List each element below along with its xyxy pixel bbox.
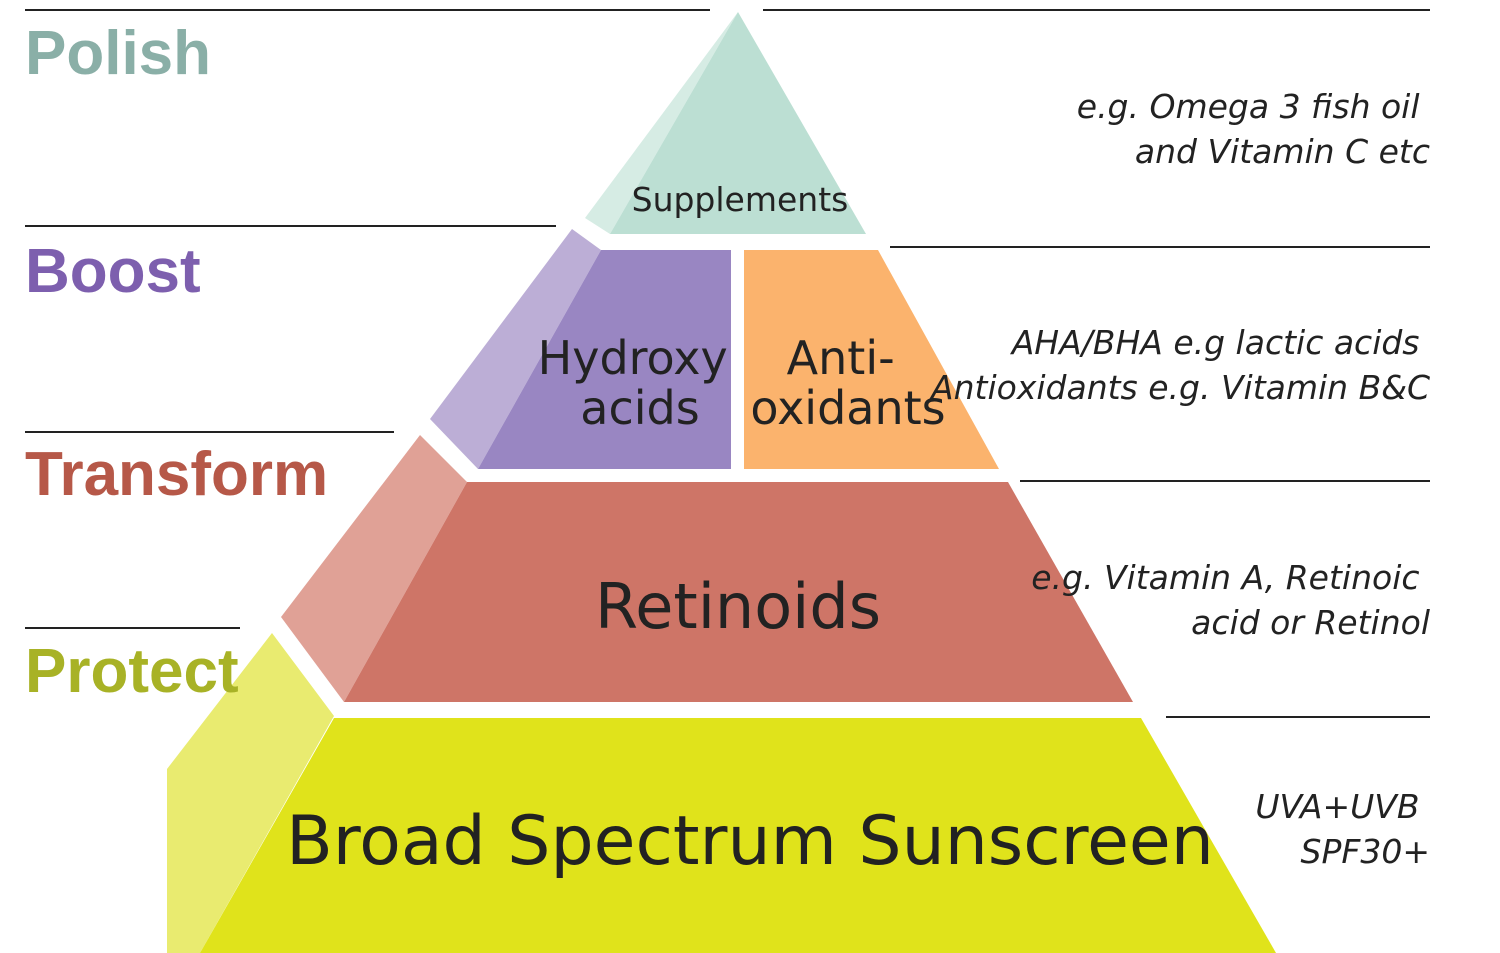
tier-names: Polish Boost Transform Protect bbox=[25, 19, 328, 706]
retinoids-block bbox=[344, 482, 1133, 702]
anti-oxidants-label-line: oxidants bbox=[750, 381, 945, 435]
supplements-block-side bbox=[585, 12, 738, 234]
tier-transform: Retinoids bbox=[281, 435, 1133, 702]
supplements-block bbox=[610, 12, 866, 234]
note-line: AHA/BHA e.g lactic acids bbox=[1010, 323, 1420, 362]
note-line: e.g. Omega 3 fish oil bbox=[1077, 87, 1420, 126]
note-line: UVA+UVB bbox=[1255, 787, 1419, 826]
note-boost: AHA/BHA e.g lactic acids Antioxidants e.… bbox=[929, 323, 1430, 407]
anti-oxidants-block bbox=[744, 250, 999, 469]
anti-oxidants-label-line: Anti- bbox=[787, 331, 895, 385]
note-transform: e.g. Vitamin A, Retinoic acid or Retinol bbox=[1031, 558, 1430, 642]
hydroxy-acids-block-side bbox=[430, 229, 601, 469]
hydroxy-acids-block bbox=[478, 250, 731, 469]
tier-polish: Supplements bbox=[585, 12, 866, 234]
note-line: and Vitamin C etc bbox=[1135, 132, 1430, 171]
retinoids-label: Retinoids bbox=[595, 570, 881, 643]
tier-protect: Broad Spectrum Sunscreen bbox=[167, 633, 1276, 953]
note-line: acid or Retinol bbox=[1191, 603, 1430, 642]
note-line: Antioxidants e.g. Vitamin B&C bbox=[929, 368, 1430, 407]
tier-name-boost: Boost bbox=[25, 237, 201, 306]
note-line: e.g. Vitamin A, Retinoic bbox=[1031, 558, 1419, 597]
retinoids-block-side bbox=[281, 435, 467, 702]
sunscreen-block-side bbox=[167, 633, 334, 953]
hydroxy-acids-label: Hydroxy acids bbox=[538, 331, 743, 435]
hydroxy-acids-label-line: acids bbox=[580, 381, 699, 435]
divider-lines bbox=[25, 9, 1430, 718]
supplements-label: Supplements bbox=[632, 180, 849, 219]
sunscreen-block bbox=[200, 718, 1276, 953]
tier-notes: e.g. Omega 3 fish oil and Vitamin C etc … bbox=[929, 87, 1430, 871]
hydroxy-acids-label-line: Hydroxy bbox=[538, 331, 728, 385]
note-protect: UVA+UVB SPF30+ bbox=[1255, 787, 1430, 871]
note-polish: e.g. Omega 3 fish oil and Vitamin C etc bbox=[1077, 87, 1430, 171]
tier-name-protect: Protect bbox=[25, 637, 239, 706]
note-line: SPF30+ bbox=[1301, 832, 1430, 871]
tier-name-polish: Polish bbox=[25, 19, 211, 88]
sunscreen-label: Broad Spectrum Sunscreen bbox=[286, 802, 1214, 881]
tier-boost: Hydroxy acids Anti- oxidants bbox=[430, 229, 999, 469]
tier-name-transform: Transform bbox=[25, 440, 328, 509]
anti-oxidants-label: Anti- oxidants bbox=[750, 331, 945, 435]
